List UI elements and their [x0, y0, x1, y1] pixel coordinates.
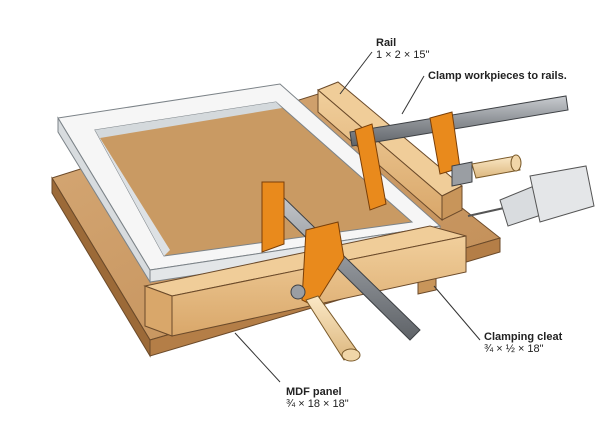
picture-frame: [57, 83, 442, 284]
panel-label-title: MDF panel: [286, 386, 342, 398]
cleat-label-dims: ¾ × ½ × 18": [484, 343, 544, 355]
cleat-label-title: Clamping cleat: [484, 331, 563, 343]
cleat-label: Clamping cleat ¾ × ½ × 18": [484, 331, 562, 355]
rail-label-title: Rail: [376, 37, 397, 49]
leader-lines: [234, 51, 481, 383]
front-bar-clamp: [261, 181, 421, 362]
back-bar-clamp: [349, 95, 569, 211]
rail-label: Rail 1 × 2 × 15": [376, 37, 429, 61]
drill: [467, 165, 595, 227]
panel-label-dims: ¾ × 18 × 18": [286, 398, 349, 410]
panel-label: MDF panel ¾ × 18 × 18": [286, 386, 349, 410]
clamp-note-text: Clamp workpieces to rails.: [428, 70, 567, 82]
clamp-note-label: Clamp workpieces to rails.: [428, 70, 567, 82]
rail-label-dims: 1 × 2 × 15": [376, 49, 430, 61]
